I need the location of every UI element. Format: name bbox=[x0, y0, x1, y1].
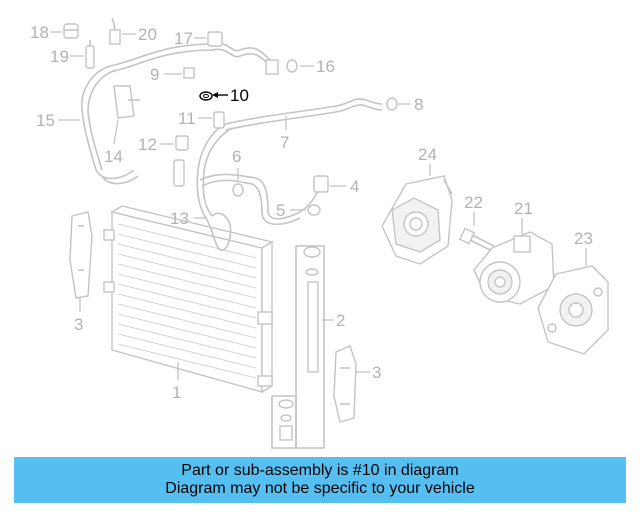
callout-23: 23 bbox=[574, 229, 593, 248]
callout-21: 21 bbox=[514, 199, 533, 218]
callout-4: 4 bbox=[350, 177, 359, 196]
callout-12: 12 bbox=[138, 135, 157, 154]
callout-24: 24 bbox=[418, 145, 437, 164]
callout-13: 13 bbox=[170, 209, 189, 228]
clutch-housing bbox=[537, 265, 609, 355]
compressor-housing bbox=[381, 175, 453, 265]
callout-5: 5 bbox=[276, 201, 285, 220]
callout-15: 15 bbox=[36, 111, 55, 130]
callout-2: 2 bbox=[336, 311, 345, 330]
callout-7: 7 bbox=[280, 133, 289, 152]
callout-20: 20 bbox=[138, 25, 157, 44]
callout-3-right: 3 bbox=[372, 363, 381, 382]
small-components bbox=[63, 17, 398, 216]
callout-3-left: 3 bbox=[74, 315, 83, 334]
callout-18: 18 bbox=[30, 23, 49, 42]
compressor bbox=[473, 231, 555, 305]
callout-11: 11 bbox=[178, 109, 196, 128]
callout-1: 1 bbox=[172, 383, 181, 402]
callout-labels: 1 2 3 3 4 5 6 7 8 9 10 11 12 13 14 15 bbox=[30, 23, 593, 402]
callout-10: 10 bbox=[230, 86, 249, 105]
part-info-banner: Part or sub-assembly is #10 in diagram D… bbox=[14, 457, 626, 503]
parts-diagram: 1 2 3 3 4 5 6 7 8 9 10 11 12 13 14 15 bbox=[30, 17, 609, 449]
bolt bbox=[459, 227, 495, 253]
callout-8: 8 bbox=[414, 95, 423, 114]
callout-6: 6 bbox=[232, 147, 241, 166]
condenser bbox=[103, 205, 274, 394]
bracket-left bbox=[69, 211, 93, 299]
callout-22: 22 bbox=[464, 193, 483, 212]
receiver-drier bbox=[271, 245, 325, 449]
bracket-right bbox=[333, 345, 357, 423]
callout-16: 16 bbox=[316, 57, 335, 76]
ac-lines bbox=[81, 42, 383, 251]
callout-17: 17 bbox=[174, 29, 193, 48]
callout-14: 14 bbox=[104, 147, 123, 166]
banner-line-2: Diagram may not be specific to your vehi… bbox=[165, 480, 475, 497]
banner-line-1: Part or sub-assembly is #10 in diagram bbox=[181, 462, 459, 479]
callout-9: 9 bbox=[150, 65, 159, 84]
callout-19: 19 bbox=[50, 47, 69, 66]
